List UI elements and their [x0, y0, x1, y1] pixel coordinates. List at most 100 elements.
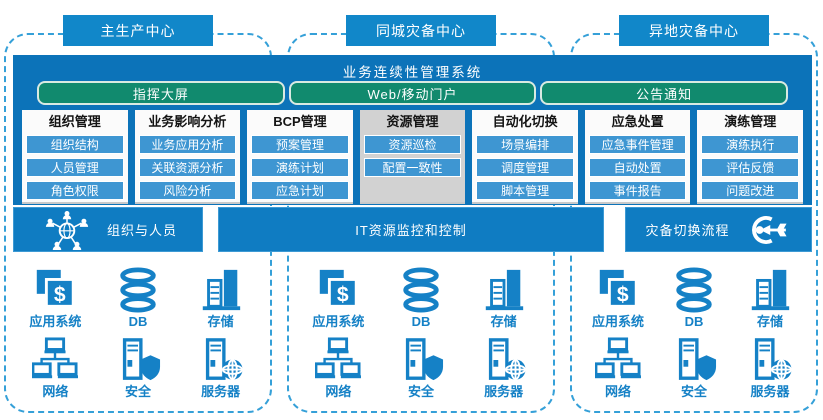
module-item: 评估反馈 — [701, 158, 800, 177]
infrastructure-group: 应用系统 DB 存储 网络 安全 服务器 — [14, 261, 262, 401]
infra-label: 存储 — [207, 314, 234, 329]
infra-app-system: 应用系统 — [14, 261, 97, 331]
infra-label: 安全 — [407, 384, 434, 399]
module-bcp-mgmt: BCP管理 预案管理 演练计划 应急计划 — [247, 110, 353, 204]
module-title: 业务影响分析 — [148, 114, 227, 129]
app-system-icon — [315, 267, 361, 313]
module-item: 演练执行 — [701, 135, 800, 154]
database-icon — [398, 267, 444, 313]
module-item: 组织结构 — [26, 135, 124, 154]
module-automated-switchover: 自动化切换 场景编排 调度管理 脚本管理 — [472, 110, 578, 204]
zone-title-metro-dr: 同城灾备中心 — [346, 15, 496, 46]
module-emergency-response: 应急处置 应急事件管理 自动处置 事件报告 — [584, 110, 691, 204]
network-icon — [595, 337, 641, 383]
module-resource-mgmt: 资源管理 资源巡检 配置一致性 — [359, 110, 466, 204]
network-icon — [32, 337, 78, 383]
module-item: 应急事件管理 — [588, 135, 687, 154]
server-icon — [747, 337, 793, 383]
infra-security: 安全 — [656, 331, 732, 401]
server-icon — [481, 337, 527, 383]
module-item: 配置一致性 — [363, 158, 462, 177]
band-label: 组织与人员 — [106, 223, 177, 238]
app-system-icon — [595, 267, 641, 313]
portal-web-mobile: Web/移动门户 — [288, 81, 537, 105]
infra-label: 网络 — [604, 384, 631, 399]
infra-label: 应用系统 — [29, 314, 82, 329]
server-icon — [198, 337, 244, 383]
infra-server: 服务器 — [732, 331, 808, 401]
zone-title-main-production: 主生产中心 — [63, 15, 213, 46]
module-item: 问题改进 — [701, 181, 800, 200]
module-item: 事件报告 — [588, 181, 687, 200]
module-title: 组织管理 — [48, 114, 101, 129]
module-title: 应急处置 — [611, 114, 664, 129]
module-title: BCP管理 — [273, 114, 327, 129]
module-row: 组织管理 组织结构 人员管理 角色权限 业务影响分析 业务应用分析 关联资源分析… — [13, 105, 812, 204]
module-item: 自动处置 — [588, 158, 687, 177]
infra-label: 服务器 — [484, 384, 524, 399]
module-item: 风险分析 — [138, 181, 237, 200]
module-item: 脚本管理 — [476, 181, 574, 200]
infra-label: DB — [684, 314, 704, 329]
infra-label: 应用系统 — [312, 314, 365, 329]
infra-network: 网络 — [297, 331, 380, 401]
module-drill-mgmt: 演练管理 演练执行 评估反馈 问题改进 — [697, 110, 804, 204]
people-network-icon — [39, 210, 95, 250]
band-it-resource-monitoring: IT资源监控和控制 — [218, 207, 604, 252]
security-icon — [115, 337, 161, 383]
zone-title-remote-dr: 异地灾备中心 — [619, 15, 769, 46]
module-item: 调度管理 — [476, 158, 574, 177]
storage-icon — [481, 267, 527, 313]
infra-label: 安全 — [680, 384, 707, 399]
infrastructure-group: 应用系统 DB 存储 网络 安全 服务器 — [580, 261, 808, 401]
module-title: 自动化切换 — [492, 114, 558, 129]
storage-icon — [747, 267, 793, 313]
portal-row: 指挥大屏 Web/移动门户 公告通知 — [13, 80, 812, 105]
security-icon — [398, 337, 444, 383]
module-title: 演练管理 — [724, 114, 777, 129]
bcm-system-title: 业务连续性管理系统 — [342, 65, 483, 80]
module-item: 人员管理 — [26, 158, 124, 177]
database-icon — [671, 267, 717, 313]
band-label: 灾备切换流程 — [645, 223, 730, 238]
module-item: 演练计划 — [251, 158, 349, 177]
database-icon — [115, 267, 161, 313]
infra-label: 安全 — [124, 384, 151, 399]
storage-icon — [198, 267, 244, 313]
network-icon — [315, 337, 361, 383]
infra-security: 安全 — [97, 331, 180, 401]
portal-announcement: 公告通知 — [540, 81, 789, 105]
infra-database: DB — [380, 261, 463, 331]
module-item: 资源巡检 — [363, 135, 462, 154]
infrastructure-group: 应用系统 DB 存储 网络 安全 服务器 — [297, 261, 545, 401]
module-item: 场景编排 — [476, 135, 574, 154]
target-arrow-icon — [740, 213, 792, 247]
security-icon — [671, 337, 717, 383]
module-item: 应急计划 — [251, 181, 349, 200]
module-organization-mgmt: 组织管理 组织结构 人员管理 角色权限 — [22, 110, 128, 204]
infra-server: 服务器 — [179, 331, 262, 401]
infra-label: DB — [128, 314, 148, 329]
infra-label: 服务器 — [750, 384, 790, 399]
infra-storage: 存储 — [179, 261, 262, 331]
infra-app-system: 应用系统 — [297, 261, 380, 331]
module-title: 资源管理 — [386, 114, 439, 129]
module-business-impact-analysis: 业务影响分析 业务应用分析 关联资源分析 风险分析 — [134, 110, 241, 204]
infra-network: 网络 — [14, 331, 97, 401]
infra-database: DB — [656, 261, 732, 331]
infra-security: 安全 — [380, 331, 463, 401]
infra-app-system: 应用系统 — [580, 261, 656, 331]
module-item: 关联资源分析 — [138, 158, 237, 177]
band-label: IT资源监控和控制 — [355, 223, 467, 238]
module-item: 角色权限 — [26, 181, 124, 200]
module-item: 业务应用分析 — [138, 135, 237, 154]
module-item: 预案管理 — [251, 135, 349, 154]
portal-command-screen: 指挥大屏 — [37, 81, 285, 105]
infra-storage: 存储 — [732, 261, 808, 331]
infra-label: 应用系统 — [591, 314, 644, 329]
infra-label: 网络 — [42, 384, 69, 399]
infra-network: 网络 — [580, 331, 656, 401]
band-dr-switch-process: 灾备切换流程 — [625, 207, 812, 252]
infra-database: DB — [97, 261, 180, 331]
infra-label: 存储 — [756, 314, 783, 329]
